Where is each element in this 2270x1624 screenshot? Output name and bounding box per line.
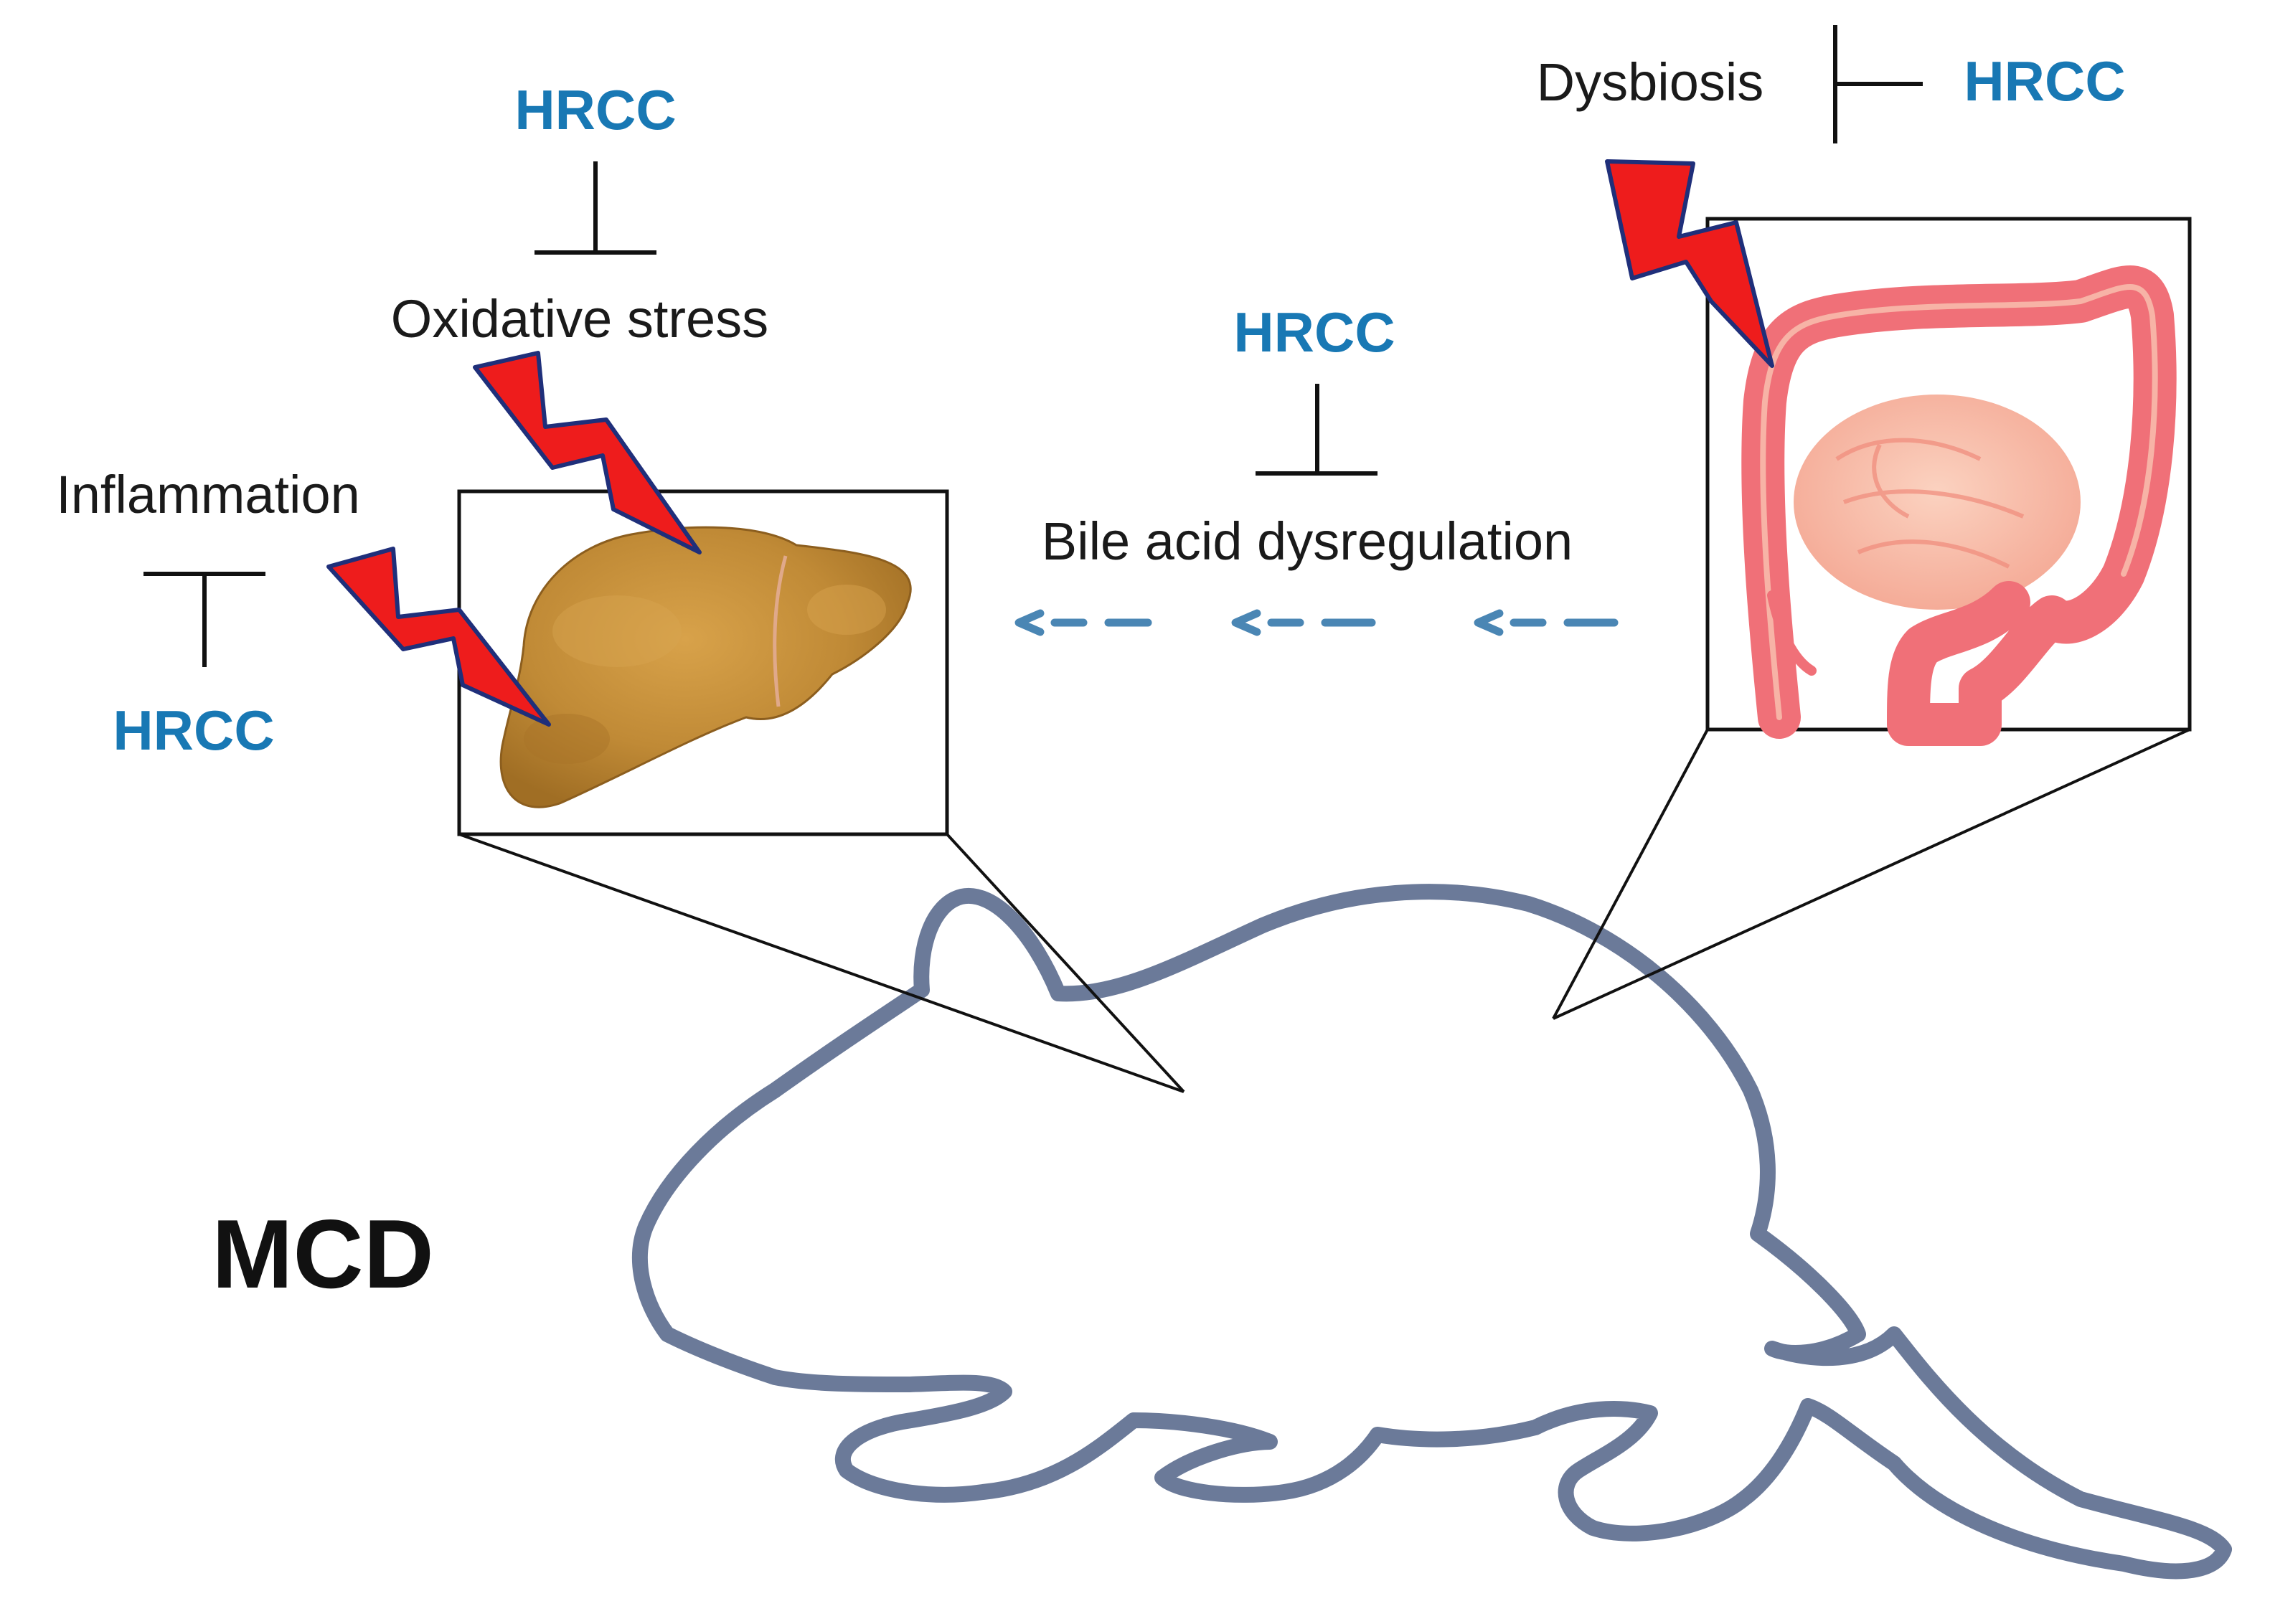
inhibition-t-bar-icon bbox=[1833, 25, 1923, 143]
inhibitor-label-dysbiosis: HRCC bbox=[1964, 49, 2125, 113]
intestine-connector-left bbox=[1552, 729, 1709, 1019]
lightning-bolt-icon bbox=[1605, 159, 1774, 368]
dashed-arrow-left-icon bbox=[1474, 609, 1619, 636]
inhibitor-label-oxidative: HRCC bbox=[514, 78, 676, 141]
liver-icon bbox=[499, 526, 912, 808]
lightning-bolt-icon bbox=[473, 351, 702, 554]
dashed-arrow-left-icon bbox=[1231, 609, 1376, 636]
liver-connector-right bbox=[946, 833, 1185, 1093]
inhibition-t-bar-icon bbox=[1256, 384, 1377, 476]
dashed-arrow-left-icon bbox=[1014, 609, 1152, 636]
intestine-icon bbox=[1741, 265, 2177, 746]
inhibitor-label-bile-acid: HRCC bbox=[1233, 301, 1395, 364]
model-label: MCD bbox=[212, 1199, 434, 1308]
inhibition-t-bar-icon bbox=[534, 161, 656, 255]
lightning-bolt-icon bbox=[326, 547, 551, 727]
dysbiosis-label: Dysbiosis bbox=[1537, 52, 1764, 112]
intestine-connector-right bbox=[1553, 728, 2190, 1020]
oxidative-stress-label: Oxidative stress bbox=[391, 289, 768, 349]
inhibitor-label-inflammation: HRCC bbox=[113, 699, 274, 762]
mouse-outline-icon bbox=[632, 884, 2232, 1580]
inflammation-label: Inflammation bbox=[56, 465, 360, 524]
bile-acid-label: Bile acid dysregulation bbox=[1042, 511, 1573, 571]
liver-connector-left bbox=[458, 833, 1185, 1093]
inhibition-t-bar-icon bbox=[143, 572, 265, 667]
